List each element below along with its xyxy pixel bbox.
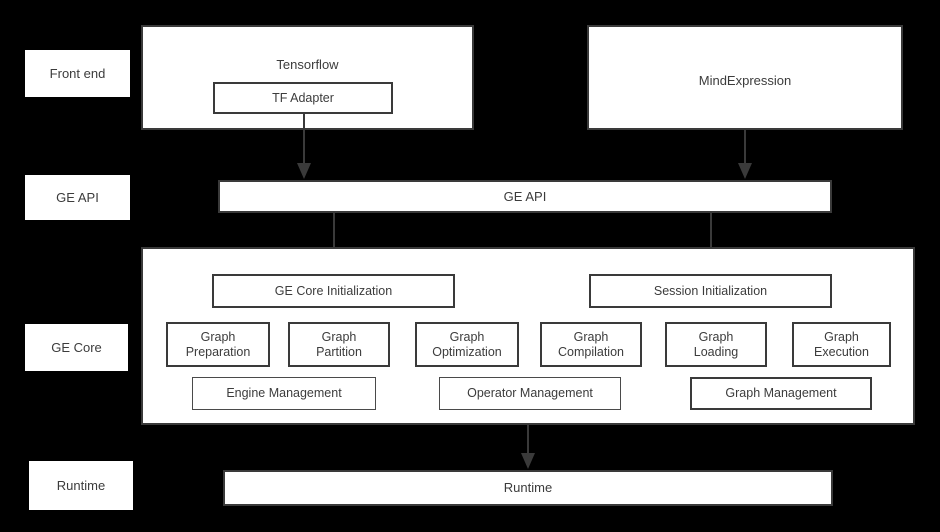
ge-core-initialization-box[interactable]: GE Core Initialization — [212, 274, 455, 308]
engine-management-label: Engine Management — [226, 386, 342, 401]
ge-core-container: GE Core Initialization Session Initializ… — [141, 247, 915, 425]
graph-loading-box[interactable]: Graph Loading — [665, 322, 767, 367]
layer-label-ge-api-text: GE API — [56, 189, 99, 205]
layer-label-ge-core: GE Core — [25, 324, 128, 371]
operator-management-box[interactable]: Operator Management — [439, 377, 621, 410]
layer-label-ge-core-text: GE Core — [51, 339, 102, 355]
tensorflow-label: Tensorflow — [276, 57, 339, 72]
layer-label-runtime-text: Runtime — [56, 477, 106, 493]
graph-optimization-box[interactable]: Graph Optimization — [415, 322, 519, 367]
runtime-bar[interactable]: Runtime — [223, 470, 833, 506]
graph-execution-box[interactable]: Graph Execution — [792, 322, 891, 367]
graph-compilation-box[interactable]: Graph Compilation — [540, 322, 642, 367]
connector-mindexpression-to-ge-api — [738, 130, 752, 179]
engine-management-box[interactable]: Engine Management — [192, 377, 376, 410]
session-initialization-box[interactable]: Session Initialization — [589, 274, 832, 308]
mindexpression-box[interactable]: MindExpression — [587, 25, 903, 130]
ge-core-initialization-label: GE Core Initialization — [274, 283, 393, 298]
graph-optimization-label: Graph Optimization — [432, 329, 502, 359]
graph-preparation-label: Graph Preparation — [185, 329, 251, 359]
graph-partition-box[interactable]: Graph Partition — [288, 322, 390, 367]
connector-ge-core-to-runtime — [521, 425, 535, 469]
ge-api-bar[interactable]: GE API — [218, 180, 832, 213]
connector-tf-adapter-to-ge-api — [297, 113, 311, 179]
operator-management-label: Operator Management — [467, 386, 593, 401]
mindexpression-label: MindExpression — [698, 73, 792, 88]
tf-adapter-box[interactable]: TF Adapter — [213, 82, 393, 114]
graph-compilation-label: Graph Compilation — [557, 329, 624, 359]
graph-preparation-box[interactable]: Graph Preparation — [166, 322, 270, 367]
runtime-bar-label: Runtime — [503, 480, 553, 496]
graph-management-label: Graph Management — [725, 386, 837, 401]
graph-partition-label: Graph Partition — [316, 329, 362, 359]
layer-label-runtime: Runtime — [29, 461, 133, 510]
graph-management-box[interactable]: Graph Management — [690, 377, 872, 410]
tf-adapter-label: TF Adapter — [272, 90, 334, 105]
session-initialization-label: Session Initialization — [653, 283, 768, 298]
graph-loading-label: Graph Loading — [693, 329, 739, 359]
graph-execution-label: Graph Execution — [814, 329, 869, 359]
ge-api-bar-label: GE API — [503, 188, 547, 204]
layer-label-front-end: Front end — [25, 50, 130, 97]
layer-label-ge-api: GE API — [25, 175, 130, 220]
layer-label-front-end-text: Front end — [49, 65, 106, 81]
